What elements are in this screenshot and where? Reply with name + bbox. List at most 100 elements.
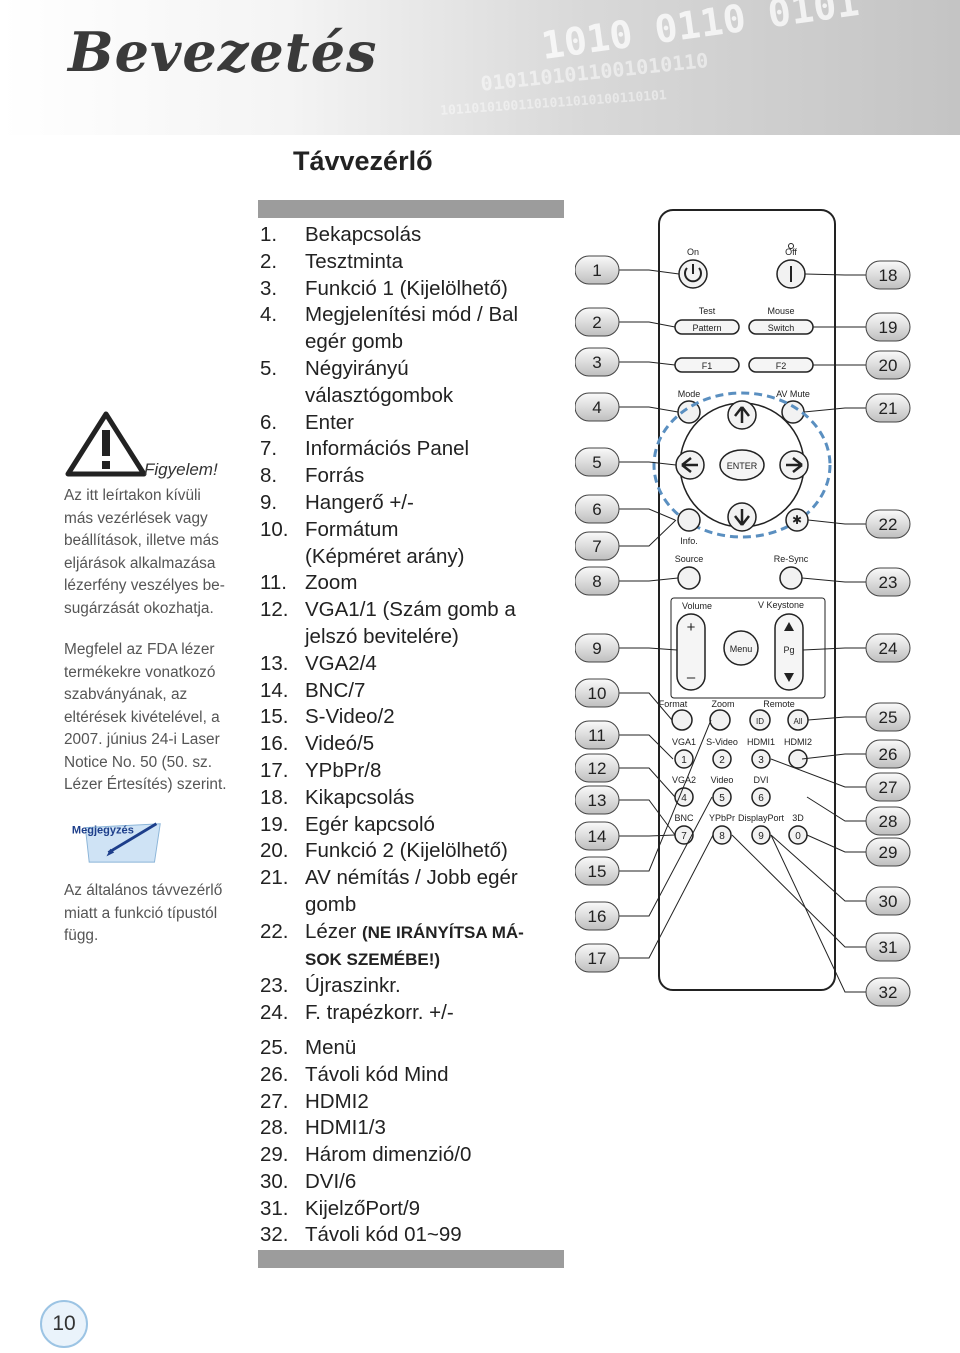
function-label: AV némítás / Jobb egér	[305, 866, 518, 890]
remote-label: Remote	[763, 699, 795, 709]
function-number: 12.	[260, 598, 289, 622]
remote-label: 5	[719, 793, 725, 804]
off-indicator	[788, 243, 794, 249]
callout-leader	[770, 834, 867, 993]
function-number: 13.	[260, 651, 289, 675]
enter-button[interactable]	[719, 449, 765, 481]
function-item: 29.Három dimenzió/0	[260, 1142, 570, 1169]
zoom-button[interactable]	[709, 709, 731, 731]
remote-id-button[interactable]	[749, 709, 771, 731]
volume-rocker[interactable]	[676, 613, 706, 691]
function-item: 16.Videó/5	[260, 731, 570, 758]
number-button[interactable]	[751, 825, 771, 845]
page-title: Bevezetés	[68, 20, 378, 84]
function-label: Videó/5	[305, 732, 375, 756]
number-button[interactable]	[751, 749, 771, 769]
callout-badge	[575, 633, 620, 663]
function-label: KijelzőPort/9	[305, 1196, 421, 1220]
arrow-up-icon	[734, 406, 750, 423]
number-button[interactable]	[674, 749, 694, 769]
function-label: Lézer	[305, 919, 362, 943]
number-button[interactable]	[712, 749, 732, 769]
remote-label: Switch	[768, 323, 795, 333]
callout-number: 21	[879, 399, 898, 418]
number-button[interactable]	[751, 787, 771, 807]
function-label: VGA1/1 (Szám gomb a	[305, 598, 516, 622]
callout-leader	[619, 406, 679, 413]
function-label: Funkció 1 (Kijelölhető)	[305, 276, 508, 300]
number-button[interactable]	[788, 749, 808, 769]
remote-label: 3D	[792, 813, 804, 823]
callout-leader	[806, 796, 867, 822]
callout-leader	[807, 519, 867, 525]
remote-label: VGA2	[672, 775, 696, 785]
callout-leader	[619, 577, 679, 582]
callout-leader	[806, 834, 867, 853]
arrow-right-icon	[786, 457, 803, 473]
remote-label: HDMI2	[784, 737, 812, 747]
function-label: Funkció 2 (Kijelölhető)	[305, 839, 508, 863]
function-number: 10.	[260, 517, 289, 541]
function-number: 21.	[260, 866, 289, 890]
function-item: 23.Újraszinkr.	[260, 973, 570, 1000]
remote-label: ENTER	[727, 461, 758, 471]
page-number: 10	[40, 1300, 88, 1348]
function-label: VGA2/4	[305, 651, 377, 675]
function-item: 7.Információs Panel	[260, 436, 570, 463]
callout-badge	[865, 806, 911, 836]
function-item: 9.Hangerő +/-	[260, 490, 570, 517]
remote-label: DisplayPort	[738, 813, 785, 823]
callout-leader	[619, 461, 677, 466]
callout-number: 4	[592, 398, 601, 417]
remote-label: Source	[675, 554, 704, 564]
callout-badge	[575, 856, 620, 886]
format-button[interactable]	[671, 709, 693, 731]
function-label: Három dimenzió/0	[305, 1143, 472, 1167]
callout-number: 2	[592, 313, 601, 332]
function-number: 11.	[260, 571, 287, 595]
callout-badge	[575, 821, 620, 851]
menu-button[interactable]	[723, 630, 759, 666]
function-label: Enter	[305, 410, 354, 434]
function-item: 32.Távoli kód 01~99	[260, 1222, 570, 1249]
callout-badge	[865, 932, 911, 962]
callout-badge	[575, 347, 620, 377]
callout-leader	[619, 767, 676, 798]
keystone-up-icon	[784, 622, 794, 631]
keystone-down-icon	[784, 673, 794, 682]
remote-label: Menu	[730, 644, 753, 654]
callout-number: 27	[879, 778, 898, 797]
function-item: 18.Kikapcsolás	[260, 785, 570, 812]
callout-leader	[619, 734, 674, 760]
callout-leader	[619, 519, 677, 547]
callout-number: 29	[879, 843, 898, 862]
top-divider	[258, 200, 564, 218]
remote-label: VGA1	[672, 737, 696, 747]
callout-number: 7	[592, 537, 601, 556]
bottom-divider	[258, 1250, 564, 1268]
function-item: 17.YPbPr/8	[260, 758, 570, 785]
callout-number: 28	[879, 812, 898, 831]
keystone-rocker[interactable]	[774, 613, 804, 691]
number-button[interactable]	[712, 787, 732, 807]
callout-leader	[619, 692, 673, 721]
callout-badge	[575, 566, 620, 596]
function-label: Információs Panel	[305, 437, 470, 461]
callout-badge	[865, 350, 911, 380]
function-label: Forrás	[305, 464, 365, 488]
callout-number: 19	[879, 318, 898, 337]
warning-icon	[65, 411, 147, 477]
remote-label: F2	[776, 361, 787, 371]
function-label: Bekapcsolás	[305, 223, 422, 246]
callout-number: 6	[592, 500, 601, 519]
source-button[interactable]	[677, 566, 701, 590]
remote-label: On	[687, 247, 699, 257]
resync-button[interactable]	[779, 566, 803, 590]
callout-badge	[865, 509, 911, 539]
info-button[interactable]	[677, 508, 701, 532]
function-item: 6.Enter	[260, 410, 570, 437]
callout-leader	[619, 796, 713, 917]
function-number: 31.	[260, 1196, 289, 1220]
